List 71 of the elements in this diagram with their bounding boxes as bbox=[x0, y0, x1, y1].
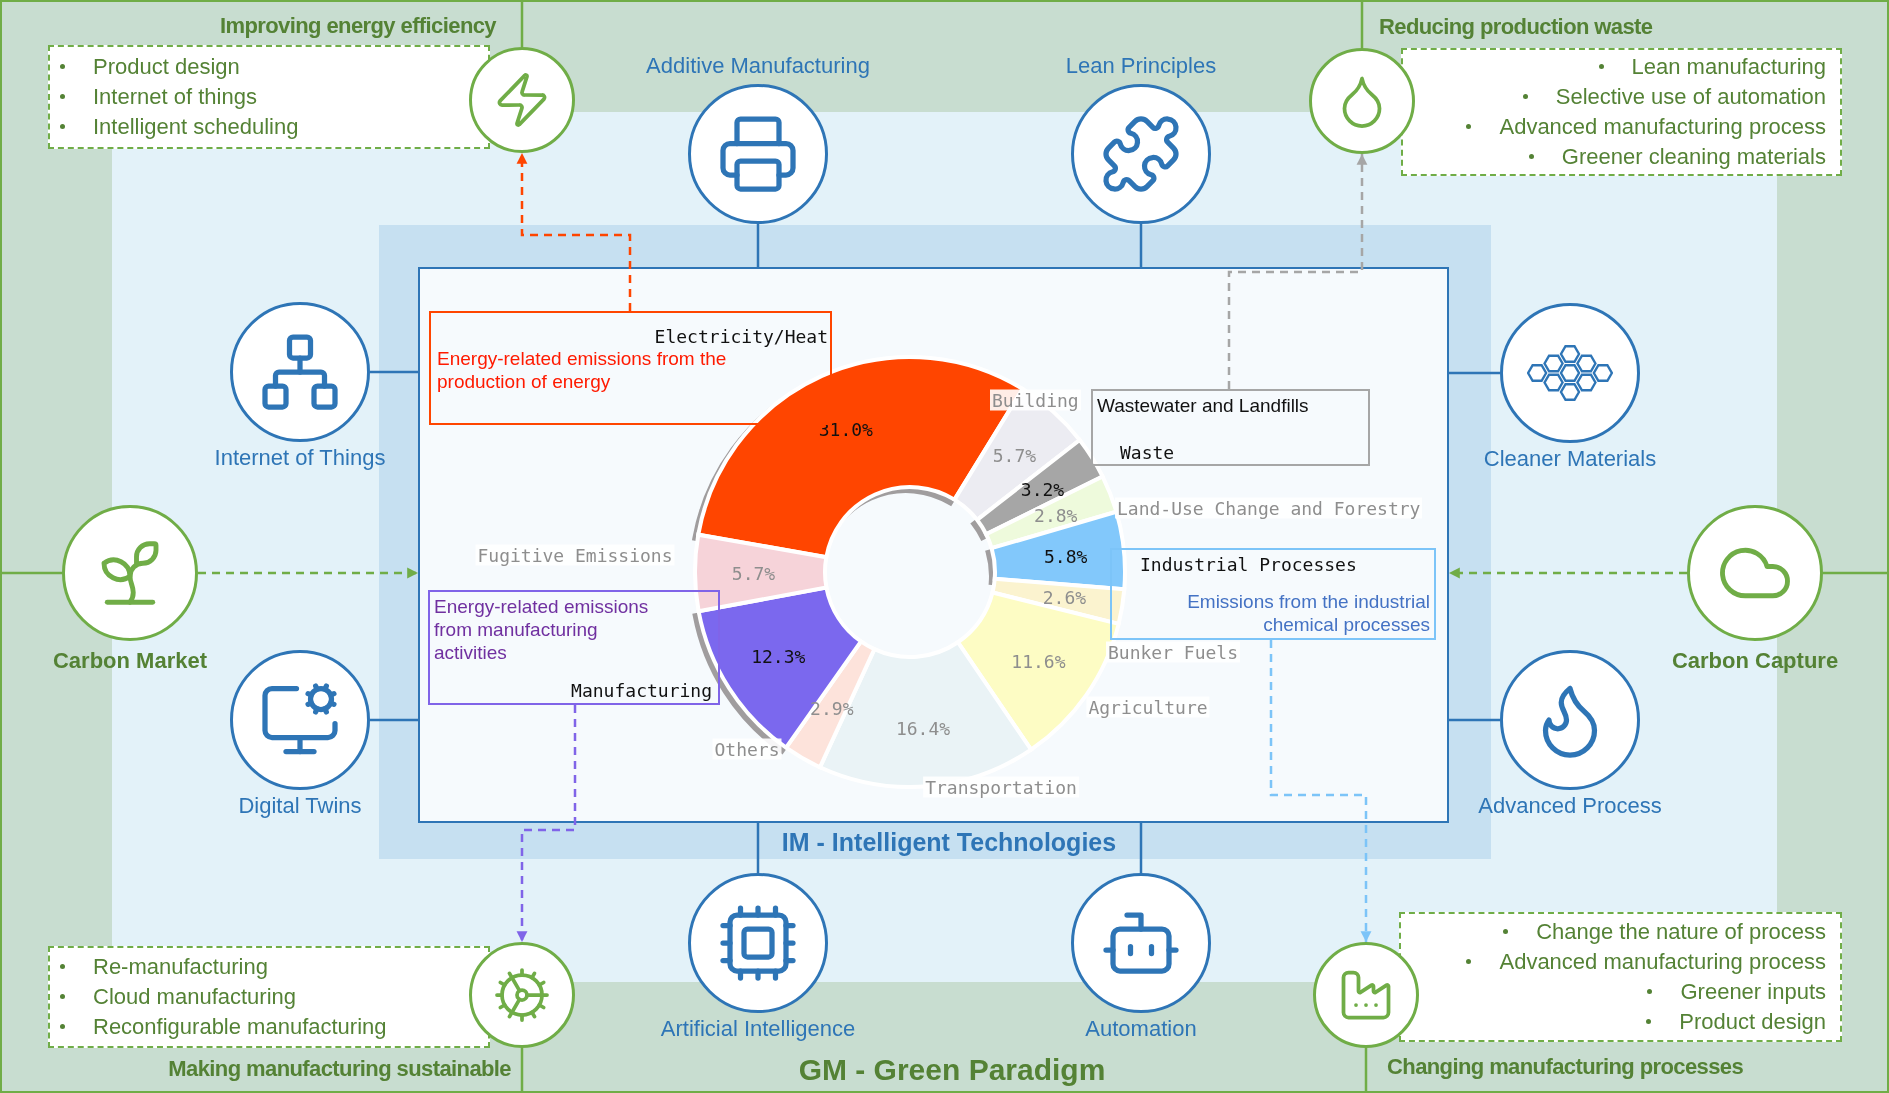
category-label: Fugitive Emissions bbox=[475, 544, 675, 566]
callout-box bbox=[1091, 389, 1370, 466]
circle-label: Lean Principles bbox=[1065, 53, 1217, 79]
circle-label: Carbon Capture bbox=[1671, 648, 1839, 674]
value-label: 2.8% bbox=[1034, 504, 1078, 526]
value-label: 5.7% bbox=[992, 444, 1037, 466]
panel-title: IM - Intelligent Technologies bbox=[781, 828, 1117, 857]
panel-title: GM - Green Paradigm bbox=[798, 1053, 1106, 1087]
connector-line bbox=[1139, 224, 1143, 267]
category-label: Industrial Processes bbox=[1140, 553, 1357, 575]
list-item: Selective use of automation bbox=[1413, 82, 1826, 112]
category-label: Manufacturing bbox=[571, 679, 712, 701]
circle-label: Additive Manufacturing bbox=[646, 53, 870, 79]
section-heading: Changing manufacturing processes bbox=[1387, 1054, 1744, 1080]
list-item: Greener cleaning materials bbox=[1413, 142, 1826, 172]
connector-line bbox=[1449, 718, 1500, 722]
dashed-arrow bbox=[1449, 567, 1687, 579]
value-label: 2.9% bbox=[810, 697, 854, 719]
value-label: 12.3% bbox=[751, 645, 806, 667]
callout-text: Emissions from the industrial chemical processes bbox=[1186, 589, 1430, 636]
connector-line bbox=[520, 1048, 524, 1093]
chart-panel bbox=[418, 267, 1449, 823]
callout-box bbox=[428, 590, 720, 705]
list-item: Advanced manufacturing process bbox=[1413, 112, 1826, 142]
callout-box bbox=[1110, 548, 1436, 640]
callout-box bbox=[429, 311, 832, 425]
connector-line bbox=[0, 571, 62, 575]
value-label: 5.8% bbox=[1044, 545, 1088, 567]
category-label: Bunker Fuels bbox=[1106, 641, 1241, 663]
dashed-arrow bbox=[516, 153, 632, 311]
circle-label: Automation bbox=[1085, 1016, 1197, 1042]
connector-line bbox=[520, 0, 524, 47]
value-label: 3.2% bbox=[1020, 478, 1065, 500]
connector-line bbox=[756, 823, 760, 873]
section-heading: Reducing production waste bbox=[1379, 14, 1653, 40]
value-label: 5.7% bbox=[731, 562, 776, 584]
connector-line bbox=[1823, 571, 1889, 575]
category-label: Transportation bbox=[923, 776, 1079, 798]
category-label: Others bbox=[712, 738, 782, 760]
dashed-arrow bbox=[198, 567, 418, 579]
circle-label: Cleaner Materials bbox=[1483, 446, 1657, 472]
circle-label: Advanced Process bbox=[1478, 793, 1662, 819]
connector-line bbox=[1360, 0, 1364, 48]
category-label: Waste bbox=[1120, 441, 1175, 463]
category-label: Land-Use Change and Forestry bbox=[1115, 497, 1423, 519]
list-item: Lean manufacturing bbox=[1413, 52, 1826, 82]
circle-label: Artificial Intelligence bbox=[660, 1016, 856, 1042]
dashed-arrow bbox=[516, 705, 577, 942]
connector-line bbox=[756, 224, 760, 267]
value-label: 11.6% bbox=[1011, 650, 1066, 672]
list-item: Change the nature of process bbox=[1411, 917, 1826, 947]
category-label: Building bbox=[990, 389, 1081, 411]
value-label: 2.6% bbox=[1042, 586, 1087, 608]
section-heading: Making manufacturing sustainable bbox=[168, 1056, 511, 1082]
dashed-arrow bbox=[1269, 640, 1372, 942]
callout-text: Wastewater and Landfills bbox=[1097, 394, 1309, 418]
value-label: 16.4% bbox=[895, 717, 951, 739]
category-label: Agriculture bbox=[1086, 696, 1210, 718]
callout-text: Energy-related emissions from the production of energy bbox=[437, 347, 728, 394]
circle-label: Digital Twins bbox=[238, 793, 362, 819]
connector-line bbox=[1364, 1048, 1368, 1093]
category-label: Electricity/Heat bbox=[654, 325, 828, 347]
section-heading: Improving energy efficiency bbox=[220, 13, 496, 39]
circle-label: Internet of Things bbox=[214, 445, 386, 471]
connector-line bbox=[370, 370, 418, 374]
circle-label: Carbon Market bbox=[53, 648, 207, 674]
connector-line bbox=[1449, 371, 1500, 375]
connector-line bbox=[370, 718, 418, 722]
callout-text: Energy-related emissions from manufacturing activities bbox=[434, 595, 650, 665]
dashed-arrow bbox=[1227, 154, 1368, 389]
connector-line bbox=[1139, 823, 1143, 873]
